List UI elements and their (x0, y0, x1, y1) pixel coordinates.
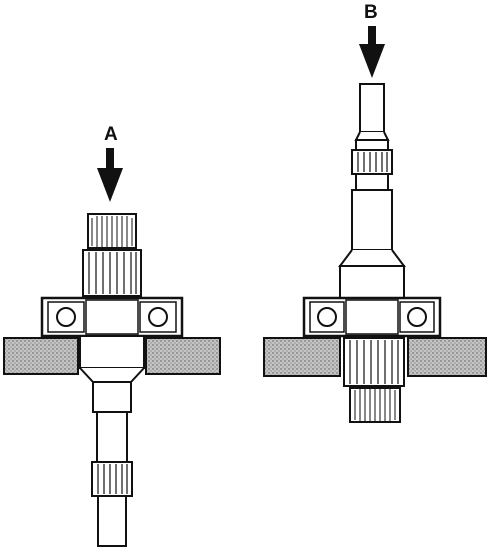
shaft-body (338, 173, 406, 301)
down-arrow-icon (97, 148, 123, 202)
down-arrow-icon (359, 26, 385, 78)
press-plate (3, 337, 221, 375)
label-b: B (364, 2, 378, 23)
threaded-end (87, 213, 137, 249)
lower-spline (343, 337, 405, 387)
figure-b: B (263, 2, 487, 423)
threaded-end (349, 387, 401, 423)
bearing (40, 296, 184, 338)
shaft (79, 335, 145, 463)
shaft-top (354, 83, 390, 151)
lower-spline (91, 461, 133, 547)
press-plate (263, 337, 487, 377)
upper-spline (351, 149, 393, 175)
splined-section (82, 249, 142, 297)
bearing (302, 296, 442, 338)
label-a: A (104, 124, 118, 145)
figure-a: A (3, 124, 221, 547)
